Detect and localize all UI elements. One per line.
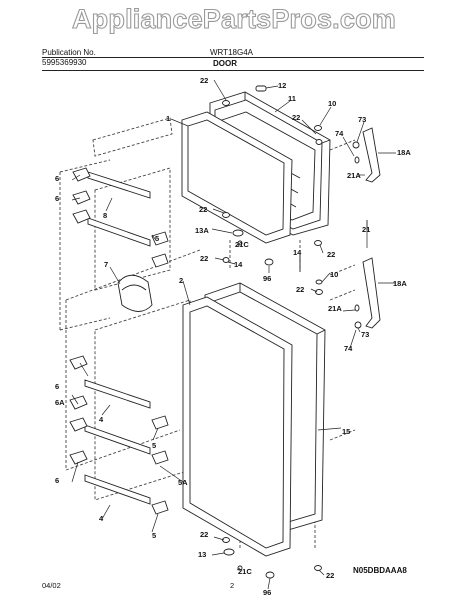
callout-6: 6 bbox=[55, 174, 59, 183]
callout-73: 73 bbox=[358, 115, 366, 124]
publication-label: Publication No. bbox=[42, 48, 96, 57]
fresh-food-gasket bbox=[182, 296, 293, 557]
callout-15: 15 bbox=[342, 427, 350, 436]
callout-labels: 22 12 11 10 22 73 74 18A 1 6 6 8 5 22 21… bbox=[55, 76, 411, 597]
freezer-gasket bbox=[181, 111, 293, 244]
watermark: AppliancePartsPros.com bbox=[71, 3, 396, 34]
callout-5: 5 bbox=[152, 441, 156, 450]
callout-22: 22 bbox=[292, 113, 300, 122]
callout-10: 10 bbox=[328, 99, 336, 108]
title-rule bbox=[42, 70, 424, 71]
callout-22: 22 bbox=[200, 254, 208, 263]
callout-2: 2 bbox=[179, 276, 183, 285]
footer-date: 04/02 bbox=[42, 581, 61, 590]
callout-22: 22 bbox=[199, 205, 207, 214]
door-handles bbox=[362, 127, 381, 329]
callout-74: 74 bbox=[335, 129, 344, 138]
publication-number: 5995369930 bbox=[42, 58, 87, 67]
callout-7: 7 bbox=[104, 260, 108, 269]
door-shelf-rails bbox=[69, 355, 169, 515]
section-title: DOOR bbox=[213, 59, 237, 68]
freezer-shelf-rails bbox=[72, 167, 169, 268]
callout-74: 74 bbox=[344, 344, 353, 353]
publication-block: Publication No. 5995369930 bbox=[42, 48, 96, 68]
callout-5a: 5A bbox=[178, 478, 188, 487]
callout-4: 4 bbox=[99, 415, 104, 424]
callout-11: 11 bbox=[288, 94, 296, 103]
callout-22: 22 bbox=[200, 530, 208, 539]
callout-13a: 13A bbox=[195, 226, 209, 235]
callout-22: 22 bbox=[327, 250, 335, 259]
callout-6a: 6A bbox=[55, 398, 65, 407]
model-number: WRT18G4A bbox=[210, 48, 253, 57]
callout-22: 22 bbox=[296, 285, 304, 294]
callout-73: 73 bbox=[361, 330, 369, 339]
callout-21c: 21C bbox=[238, 567, 252, 576]
callout-21c: 21C bbox=[235, 240, 249, 249]
callout-13: 13 bbox=[198, 550, 206, 559]
header-rule bbox=[42, 57, 424, 58]
callout-14: 14 bbox=[234, 260, 243, 269]
callout-22: 22 bbox=[200, 76, 208, 85]
callout-18a: 18A bbox=[397, 148, 411, 157]
callout-4: 4 bbox=[99, 514, 104, 523]
callout-18a: 18A bbox=[393, 279, 407, 288]
diagram-code: N05DBDAAA8 bbox=[353, 566, 407, 575]
callout-12: 12 bbox=[278, 81, 286, 90]
callout-6: 6 bbox=[55, 382, 59, 391]
callout-96: 96 bbox=[263, 588, 271, 597]
page-number: 2 bbox=[230, 581, 235, 590]
dairy-compartment bbox=[117, 274, 153, 312]
callout-22: 22 bbox=[326, 571, 334, 580]
callout-21a: 21A bbox=[347, 171, 361, 180]
leader-lines bbox=[71, 79, 396, 590]
callout-1: 1 bbox=[166, 114, 170, 123]
callout-5: 5 bbox=[152, 531, 156, 540]
callout-96: 96 bbox=[263, 274, 271, 283]
callout-6: 6 bbox=[55, 194, 59, 203]
callout-6: 6 bbox=[55, 476, 59, 485]
callout-5: 5 bbox=[155, 234, 159, 243]
callout-14: 14 bbox=[293, 248, 302, 257]
callout-21a: 21A bbox=[328, 304, 342, 313]
callout-8: 8 bbox=[103, 211, 107, 220]
callout-10: 10 bbox=[330, 270, 338, 279]
callout-21: 21 bbox=[362, 225, 370, 234]
